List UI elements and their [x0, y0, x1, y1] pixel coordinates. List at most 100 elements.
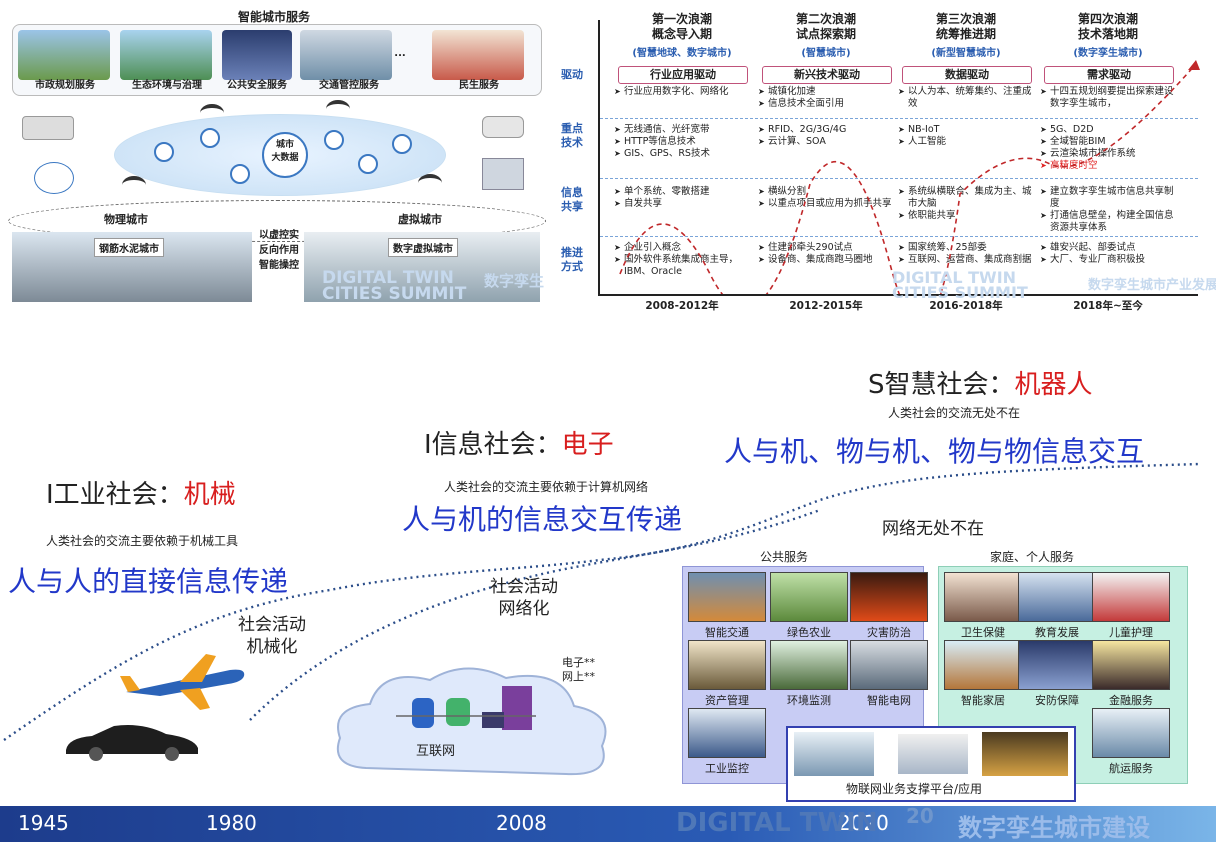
wave-title: 第四次浪潮技术落地期	[1040, 12, 1176, 42]
era-headline: 人与人的直接信息传递	[8, 565, 289, 598]
watermark-cn: 数字孪生城市产业发展	[1088, 278, 1216, 293]
public-tile-image	[688, 572, 766, 622]
control-line: 反向作用	[259, 245, 299, 256]
public-tile-image	[688, 708, 766, 758]
row-label-driver: 驱动	[561, 68, 583, 81]
cell-item: 依职能共享	[898, 210, 1034, 222]
home-tile-image	[1018, 640, 1096, 690]
cell-item: NB-IoT	[898, 124, 1034, 136]
wave-title-line: 第三次浪潮	[935, 12, 996, 26]
wifi-icon	[122, 176, 146, 194]
network-node	[392, 134, 412, 154]
wave-cell-tech_a: 行业应用数字化、网络化	[614, 86, 750, 98]
wave-title-line: 试点探索期	[795, 27, 856, 41]
home-tile-label: 教育发展	[1035, 626, 1079, 639]
era-mid-text: 网络无处不在	[882, 519, 984, 539]
cell-item: 十四五规划纲要提出探索建设数字孪生城市，	[1040, 86, 1176, 110]
timeline-year: 1945	[18, 811, 69, 835]
cell-item: 国家统筹、25部委	[898, 242, 1034, 254]
control-line: 智能操控	[259, 260, 299, 271]
note-line: 电子**	[562, 656, 595, 669]
wave-title-line: 第四次浪潮	[1077, 12, 1138, 26]
smart-city-diagram: 智能城市服务 市政规划服务 生态环境与治理 公共安全服务 交通管控服务 ... …	[4, 4, 546, 304]
city-ellipse	[8, 200, 546, 242]
public-service-label: 公共服务	[760, 550, 809, 564]
internet-cloud	[336, 667, 607, 776]
watermark: DIGITAL TWIN	[676, 808, 878, 838]
wave-cell-mode: 雄安兴起、部委试点大厂、专业厂商积极投	[1040, 242, 1176, 266]
wave-title-line: 概念导入期	[651, 27, 712, 41]
era-keyword: 机器人	[1014, 370, 1093, 400]
era-headline: 人与机的信息交互传递	[402, 503, 683, 536]
wave-subtitle: (智慧地球、数字城市)	[632, 48, 732, 59]
era-prefix: I工业社会：	[46, 480, 184, 510]
service-label: 生态环境与治理	[132, 80, 202, 91]
wifi-icon	[418, 174, 442, 192]
wave-cell-share: 建立数字孪生城市信息共享制度打通信息壁垒，构建全国信息资源共享体系	[1040, 186, 1176, 234]
wave-cell-tech_a: 以人为本、统筹集约、注重成效	[898, 86, 1034, 110]
network-node	[324, 130, 344, 150]
wave-cell-mode: 住建部牵头290试点设备商、集成商跑马圈地	[758, 242, 894, 266]
note-line: 网上**	[562, 670, 595, 683]
cell-item: 人工智能	[898, 136, 1034, 148]
cell-item: 雄安兴起、部委试点	[1040, 242, 1176, 254]
wave-cell-tech_a: 十四五规划纲要提出探索建设数字孪生城市，	[1040, 86, 1176, 110]
row-divider	[600, 178, 1198, 179]
home-tile-label: 安防保障	[1035, 694, 1079, 707]
cell-item: 建立数字孪生城市信息共享制度	[1040, 186, 1176, 210]
cell-item: 以重点项目或应用为抓手共享	[758, 198, 894, 210]
home-tile-image	[1092, 640, 1170, 690]
wave-year: 2018年~至今	[1073, 300, 1143, 312]
cell-item: 横纵分割	[758, 186, 894, 198]
watermark-line: DIGITAL TWIN	[322, 268, 454, 288]
wave-title: 第一次浪潮概念导入期	[614, 12, 750, 42]
cell-item: 行业应用数字化、网络化	[614, 86, 750, 98]
public-tile-label: 智能交通	[705, 626, 749, 639]
terminal-icon	[482, 158, 524, 190]
era-caption: 人类社会的交流主要依赖于计算机网络	[444, 480, 649, 494]
airplane-icon	[120, 654, 245, 710]
cell-item: 系统纵横联合、集成为主、城市大脑	[898, 186, 1034, 210]
internet-label: 互联网	[416, 744, 456, 759]
public-tile-image	[850, 572, 928, 622]
era-smart-title: S智慧社会：机器人	[868, 364, 1093, 401]
public-tile-label: 智能电网	[867, 694, 911, 707]
watermark: DIGITAL TWIN CITIES SUMMIT	[892, 270, 1028, 301]
row-label-share: 信息 共享	[561, 186, 583, 213]
public-tile-image	[850, 640, 928, 690]
service-image-livelihood	[432, 30, 524, 80]
cell-item: 自发共享	[614, 198, 750, 210]
era-mid-text: 社会活动 网络化	[490, 577, 558, 619]
x-axis	[598, 294, 1198, 296]
service-image-ecology	[120, 30, 212, 80]
watermark-cn: 数字孪生	[484, 272, 545, 290]
watermark-num: 20	[906, 804, 934, 828]
home-tile-label: 卫生保健	[961, 626, 1005, 639]
router-icon	[482, 116, 524, 138]
wave-driver: 行业应用驱动	[618, 66, 748, 84]
wave-year: 2012-2015年	[789, 300, 863, 312]
physical-city-label: 物理城市	[104, 213, 148, 226]
service-ellipsis: ...	[394, 48, 406, 59]
wave-year: 2008-2012年	[645, 300, 719, 312]
wave-subtitle: (智慧城市)	[801, 48, 851, 59]
service-label: 民生服务	[459, 80, 499, 91]
wave-subtitle: (数字孪生城市)	[1073, 48, 1143, 59]
row-label-mode: 推进 方式	[561, 246, 583, 273]
physical-city-sub: 钢筋水泥城市	[94, 238, 164, 257]
era-caption: 人类社会的交流无处不在	[888, 406, 1021, 420]
watermark-line: CITIES SUMMIT	[322, 284, 467, 304]
virtual-city-sub: 数字虚拟城市	[388, 238, 458, 257]
cell-item: GIS、GPS、RS技术	[614, 148, 750, 160]
watermark: DIGITAL TWIN CITIES SUMMIT	[322, 268, 467, 304]
timeline-year: 1980	[206, 811, 257, 835]
home-tile-label: 儿童护理	[1109, 626, 1153, 639]
home-service-label: 家庭、个人服务	[990, 550, 1075, 564]
hub-label: 城市 大数据	[271, 140, 299, 163]
iot-platform: 物联网业务支撑平台/应用	[786, 726, 1076, 802]
cell-item: 信息技术全面引用	[758, 98, 894, 110]
cell-item: 国外软件系统集成商主导，IBM、Oracle	[614, 254, 750, 278]
city-big-data-hub: 城市 大数据	[262, 132, 308, 178]
wave-driver: 需求驱动	[1044, 66, 1174, 84]
virtual-city-label: 虚拟城市	[398, 213, 442, 226]
